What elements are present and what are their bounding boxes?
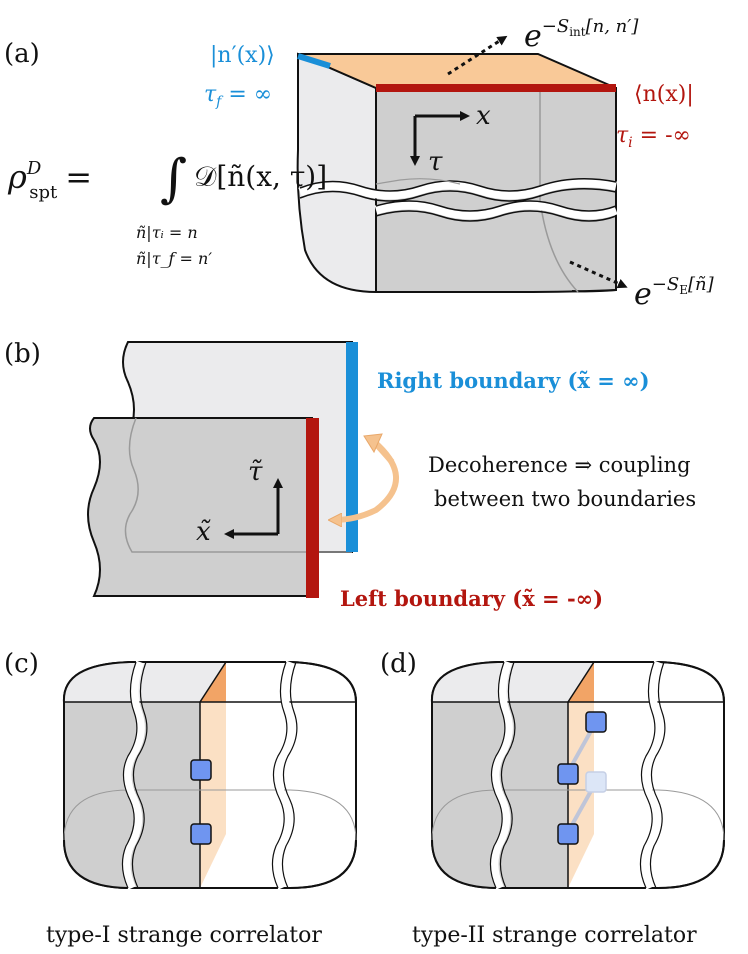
tau-f-label: τf = ∞ [204, 82, 272, 110]
wavy-cut-right [640, 660, 663, 890]
panel-a: (a) x τ |n′(x)⟩ τf = ∞ ⟨n(x)| τi = -∞ [4, 16, 715, 312]
panel-c-caption: type-I strange correlator [46, 923, 322, 948]
panel-d-caption: type-II strange correlator [412, 923, 697, 948]
condition-final: ñ|τ_f = n′ [136, 249, 212, 268]
operator-square-faded [585, 771, 607, 793]
blue-edge [297, 53, 331, 69]
wavy-cut-left [122, 660, 145, 890]
panel-d: (d) type-II strange correlator [380, 649, 725, 948]
integral-sign: ∫ [160, 149, 187, 209]
panel-b-label: (b) [4, 339, 41, 369]
axis-x-label: x [476, 101, 491, 131]
axis-tau-label: τ [428, 147, 443, 177]
operator-square-middle [557, 763, 579, 785]
operator-square-top [190, 759, 212, 781]
measure: 𝒟[ñ(x, τ)] [194, 160, 327, 193]
back-face [296, 52, 377, 294]
right-boundary-label: Right boundary (x̃ = ∞) [377, 368, 650, 393]
condition-initial: ñ|τᵢ = n [136, 223, 198, 242]
exp-s-e: e−SE[ñ] [634, 274, 715, 312]
decoherence-note-line2: between two boundaries [434, 487, 696, 511]
wavy-break-top [298, 178, 617, 200]
exp-s-int: e−Sint[n, n′] [524, 16, 639, 54]
cylinder-top-surface [63, 662, 226, 702]
axis-tau-tilde-label: τ̃ [248, 457, 263, 487]
right-boundary-bar [346, 342, 358, 552]
panel-c-label: (c) [4, 649, 39, 679]
axis-x-tilde-label: x̃ [196, 517, 211, 547]
bra-label: ⟨n(x)| [634, 82, 694, 107]
operator-square-upper-right [585, 711, 607, 733]
ket-label: |n′(x)⟩ [210, 43, 275, 68]
left-boundary-bar [306, 418, 319, 598]
decoherence-note-line1: Decoherence ⇒ coupling [428, 453, 691, 477]
tau-i-label: τi = -∞ [616, 123, 691, 151]
s-e-arrow [569, 260, 628, 289]
panel-a-label: (a) [4, 39, 40, 69]
wavy-cut-right [272, 660, 295, 890]
panel-c: (c) type-I strange correlator [4, 649, 357, 948]
right-edge [571, 88, 617, 293]
wavy-break-bottom [374, 200, 618, 220]
panel-b: (b) τ̃ x̃ Right boundary (x̃ = ∞) Left b… [4, 339, 696, 611]
left-boundary-label: Left boundary (x̃ = -∞) [340, 586, 603, 611]
operator-square-bottom [557, 823, 579, 845]
cylinder-top-surface [431, 662, 594, 702]
s-int-arrow [447, 35, 508, 76]
wavy-cut-left [490, 660, 513, 890]
operator-square-bottom [190, 823, 212, 845]
panel-d-label: (d) [380, 649, 417, 679]
